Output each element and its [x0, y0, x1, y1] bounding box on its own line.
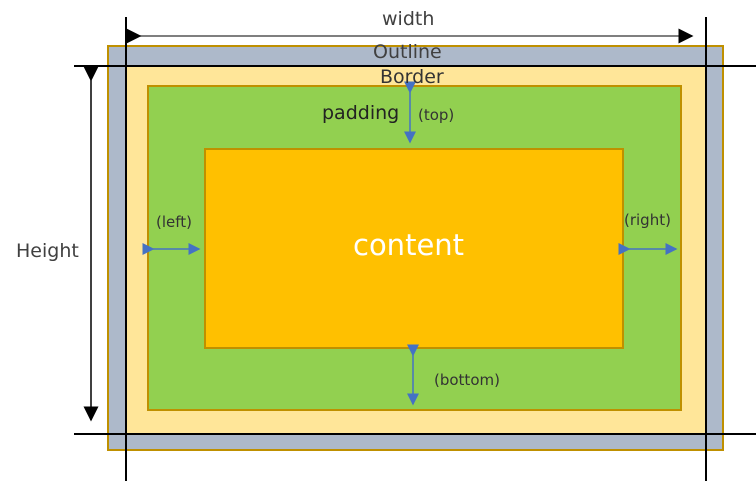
width-label: width	[382, 8, 435, 30]
content-region	[204, 148, 624, 349]
height-label: Height	[16, 240, 79, 262]
padding-label: padding	[322, 102, 400, 124]
padding-left-label: (left)	[156, 213, 192, 231]
padding-bottom-label: (bottom)	[434, 371, 500, 389]
border-label: Border	[380, 66, 444, 88]
padding-right-label: (right)	[624, 211, 671, 229]
outline-label: Outline	[373, 41, 442, 63]
content-label: content	[353, 228, 465, 262]
padding-top-label: (top)	[418, 106, 455, 124]
